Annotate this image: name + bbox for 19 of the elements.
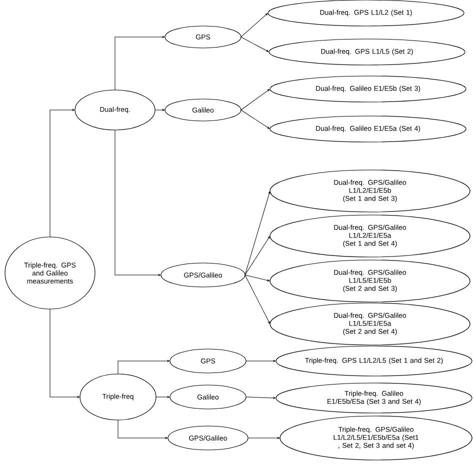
arrow: [118, 360, 170, 374]
arrow: [246, 396, 276, 399]
arrow: [240, 36, 269, 52]
arrow: [156, 396, 170, 398]
arrow: [244, 274, 270, 324]
arrow: [240, 89, 270, 110]
arrow: [244, 191, 270, 276]
arrow: [114, 130, 161, 276]
arrow: [244, 236, 270, 276]
arrow: [154, 109, 165, 111]
arrow: [50, 308, 80, 398]
arrow: [240, 110, 270, 129]
arrow: [244, 274, 270, 282]
arrow: [246, 360, 276, 362]
arrow: [118, 420, 168, 439]
arrow: [50, 109, 75, 238]
arrow: [248, 437, 280, 439]
arrow: [240, 13, 268, 38]
arrow: [114, 36, 165, 90]
